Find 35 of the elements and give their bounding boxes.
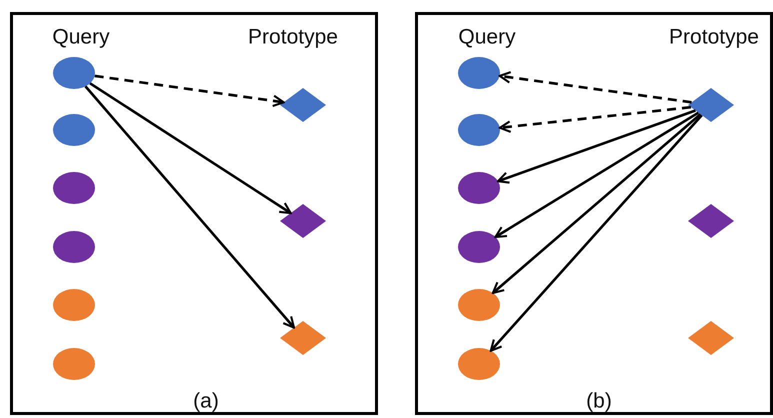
prototype-diamond [280, 204, 326, 238]
panel-label: (b) [586, 390, 612, 412]
prototype-diamond [280, 321, 326, 355]
query-ellipse [53, 57, 95, 89]
prototype-diamond [688, 321, 734, 355]
arrow [490, 114, 703, 352]
query-ellipse [53, 289, 95, 321]
column-heading: Prototype [248, 26, 338, 48]
panel-frame [10, 12, 378, 415]
prototype-diamond [688, 88, 734, 122]
arrow [89, 82, 292, 214]
arrow [94, 74, 285, 108]
query-ellipse [53, 348, 95, 380]
prototype-diamond [688, 204, 734, 238]
arrow [84, 86, 296, 329]
arrow [492, 113, 702, 294]
column-heading: Query [458, 26, 516, 48]
query-ellipse [53, 231, 95, 263]
query-ellipse [458, 172, 500, 204]
query-ellipse [458, 348, 500, 380]
query-ellipse [458, 114, 500, 146]
arrow [496, 109, 696, 184]
panel-frame [415, 12, 773, 415]
query-ellipse [53, 114, 95, 146]
query-ellipse [458, 231, 500, 263]
query-ellipse [458, 289, 500, 321]
query-ellipse [458, 57, 500, 89]
panel-label: (a) [193, 390, 219, 412]
arrow [498, 106, 692, 133]
query-ellipse [53, 172, 95, 204]
arrow [494, 112, 700, 238]
prototype-diamond [280, 88, 326, 122]
arrow [498, 71, 692, 104]
column-heading: Prototype [669, 26, 759, 48]
column-heading: Query [52, 26, 110, 48]
